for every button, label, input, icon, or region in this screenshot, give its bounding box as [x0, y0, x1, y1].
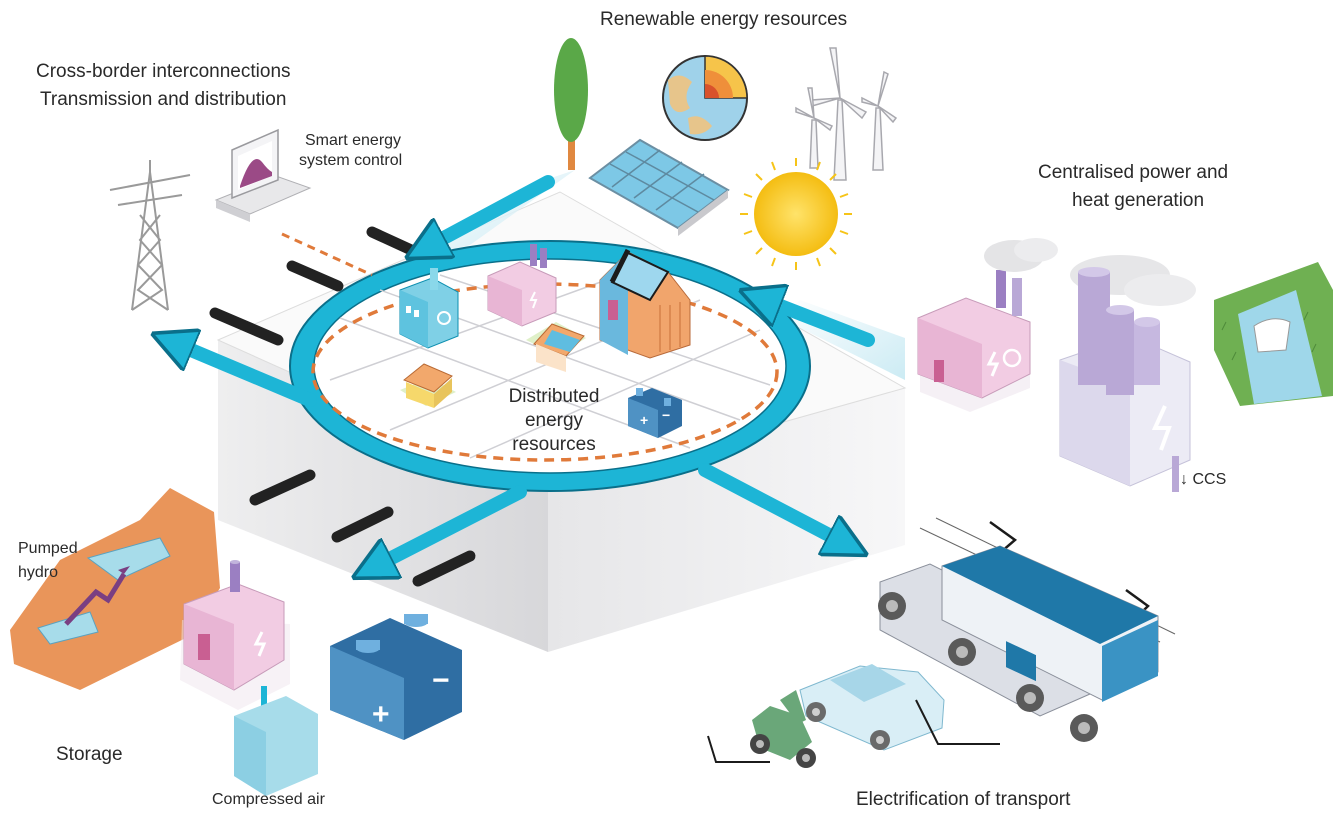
geothermal-earth-icon — [662, 55, 748, 141]
svg-text:−: − — [432, 664, 450, 697]
caes-plant-icon — [180, 560, 318, 796]
pink-chp-building-icon — [487, 244, 557, 327]
solar-panel-icon — [588, 138, 730, 236]
power-station-icon — [1059, 255, 1196, 492]
svg-text:−: − — [662, 407, 670, 423]
pumped-hydro-terrain-icon — [10, 488, 220, 690]
solar-house-icon — [526, 322, 586, 372]
electric-bus-icon — [878, 517, 1176, 742]
transmission-tower-icon — [109, 160, 191, 311]
distributed-label-line2: energy — [524, 410, 584, 431]
ccs-label: ↓ CCS — [1180, 471, 1227, 488]
interconnection-cables — [209, 226, 476, 587]
small-house-icon — [400, 363, 456, 408]
tree-icon — [554, 38, 588, 170]
svg-text:+: + — [640, 412, 648, 428]
centralised-label-line1: Centralised power and — [1038, 162, 1229, 183]
centralised-label-line2: heat generation — [1072, 190, 1205, 211]
control-link-line — [281, 232, 373, 277]
transmission-distribution-label: Transmission and distribution — [40, 89, 287, 110]
energy-flow-arrows — [172, 175, 875, 568]
ccs-text: CCS — [1192, 471, 1227, 488]
smart-control-computer-icon — [214, 128, 312, 222]
hydro-dam-icon — [1214, 262, 1333, 406]
smart-control-label-line1: Smart energy — [305, 132, 402, 149]
electrification-transport-label: Electrification of transport — [856, 789, 1071, 810]
distributed-label-line3: resources — [512, 434, 596, 455]
pumped-hydro-label-line1: Pumped — [18, 540, 78, 557]
storage-label: Storage — [56, 744, 123, 765]
battery-large-icon: + − — [330, 614, 462, 740]
passive-house-icon — [599, 248, 691, 359]
electric-car-icon — [799, 664, 1000, 751]
svg-text:+: + — [372, 698, 390, 731]
smart-control-label-line2: system control — [299, 152, 403, 169]
compressed-air-label: Compressed air — [212, 791, 325, 808]
battery-small-icon: + − — [628, 388, 682, 438]
electric-scooter-icon — [707, 690, 816, 768]
wind-turbines-icon — [795, 47, 898, 181]
blue-factory-icon — [399, 268, 459, 349]
sun-icon — [740, 158, 852, 270]
distributed-buildings: + − — [399, 244, 691, 438]
cross-border-label: Cross-border interconnections — [36, 61, 291, 82]
distributed-label-line1: Distributed — [508, 386, 600, 407]
chp-plant-icon — [917, 238, 1058, 412]
renewable-energy-label: Renewable energy resources — [600, 9, 848, 30]
pumped-hydro-label-line2: hydro — [18, 564, 59, 581]
